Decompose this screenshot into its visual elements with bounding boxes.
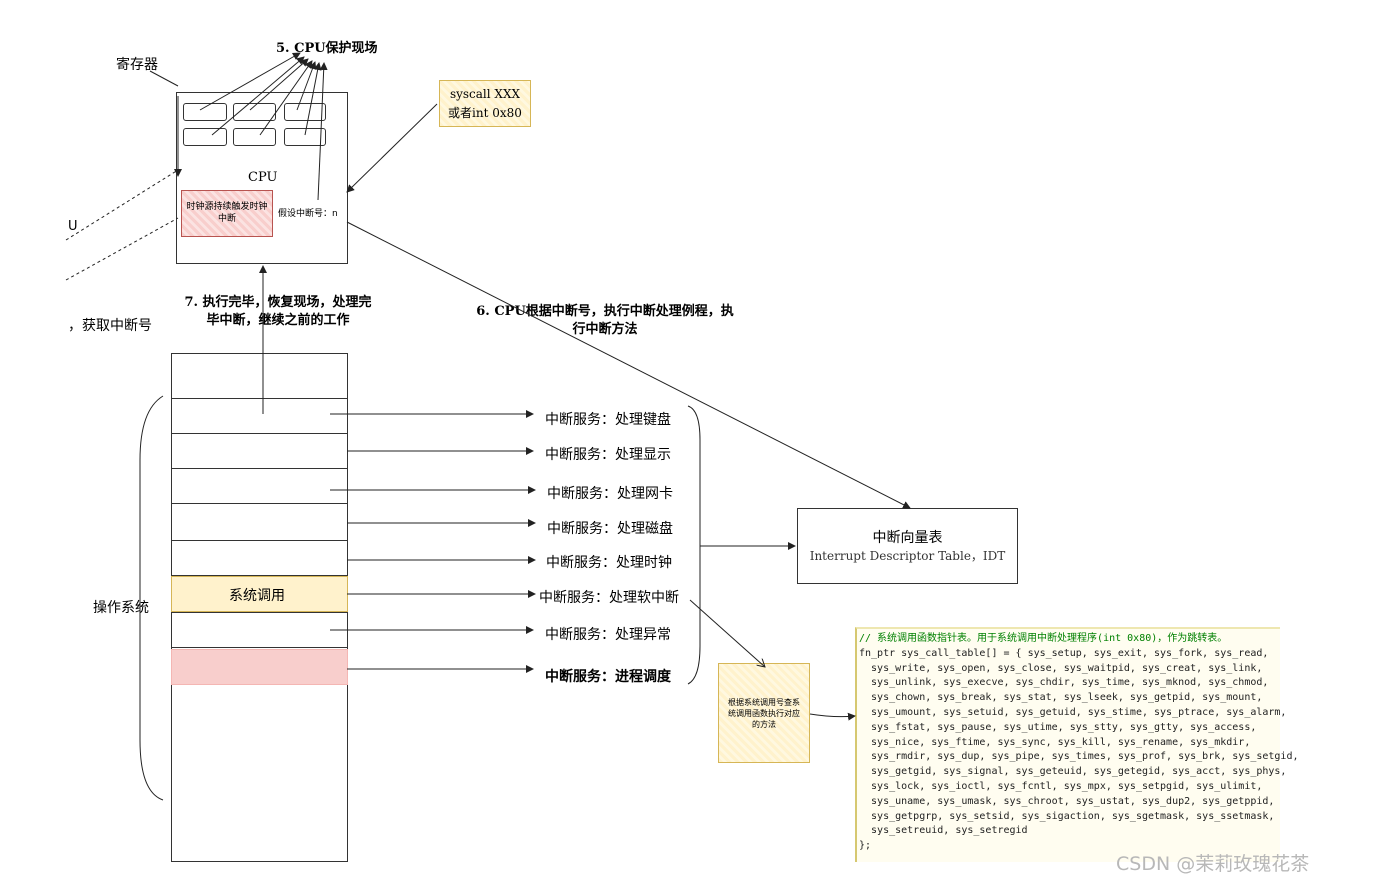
register bbox=[284, 128, 326, 146]
register bbox=[233, 128, 276, 146]
code-line: fn_ptr sys_call_table[] = { sys_setup, s… bbox=[859, 647, 1269, 659]
services-brace bbox=[687, 405, 701, 685]
service-keyboard: 中断服务：处理键盘 bbox=[545, 412, 671, 428]
cpu-label: CPU bbox=[248, 170, 278, 185]
idt-box bbox=[797, 508, 1018, 584]
code-line: sys_getpgrp, sys_setsid, sys_sigaction, … bbox=[859, 810, 1275, 822]
code-line: sys_write, sys_open, sys_close, sys_wait… bbox=[859, 662, 1263, 674]
code-line: sys_unlink, sys_execve, sys_chdir, sys_t… bbox=[859, 677, 1269, 689]
cpu-protect-label: 5. CPU保护现场 bbox=[276, 41, 378, 56]
lookup-note-label: 根据系统调用号查系统调用函数执行对应的方法 bbox=[728, 698, 800, 729]
dashed-line bbox=[65, 169, 179, 241]
syscall-note-line1: syscall XXX bbox=[449, 87, 521, 101]
code-line: sys_umount, sys_setuid, sys_getuid, sys_… bbox=[859, 706, 1287, 718]
code-comment: // 系统调用函数指针表。用于系统调用中断处理程序(int 0x80)，作为跳转… bbox=[859, 633, 1228, 644]
code-line: sys_nice, sys_ftime, sys_sync, sys_kill,… bbox=[859, 736, 1251, 748]
service-softirq: 中断服务：处理软中断 bbox=[539, 590, 679, 606]
syscall-segment-label: 系统调用 bbox=[229, 588, 285, 604]
restore-label: 7. 执行完毕，恢复现场，处理完毕中断，继续之前的工作 bbox=[184, 295, 372, 328]
lookup-note bbox=[718, 663, 810, 763]
service-nic: 中断服务：处理网卡 bbox=[547, 486, 673, 502]
code-line: sys_getgid, sys_signal, sys_geteuid, sys… bbox=[859, 766, 1287, 778]
left-u-label: U bbox=[68, 219, 78, 234]
assume-irq-label: 假设中断号：n bbox=[278, 209, 338, 219]
cpu-dispatch-label: 6. CPU根据中断号，执行中断处理例程，执行中断方法 bbox=[476, 304, 734, 337]
code-line: sys_setreuid, sys_setregid bbox=[859, 825, 1028, 837]
syscall-segment bbox=[171, 576, 348, 612]
register bbox=[183, 103, 227, 121]
clock-source-label: 时钟源持续触发时钟中断 bbox=[186, 202, 268, 224]
scheduler-segment bbox=[171, 649, 348, 685]
syscall-arrow bbox=[346, 103, 438, 193]
os-label: 操作系统 bbox=[93, 600, 149, 616]
syscall-note bbox=[439, 80, 531, 127]
code-line: sys_uname, sys_umask, sys_chroot, sys_us… bbox=[859, 795, 1275, 807]
code-line: sys_lock, sys_ioctl, sys_fcntl, sys_mpx,… bbox=[859, 780, 1263, 792]
register bbox=[183, 128, 227, 146]
watermark: CSDN @茉莉玫瑰花茶 bbox=[1116, 853, 1310, 875]
get-irq-label: ，获取中断号 bbox=[68, 318, 152, 334]
dashed-line bbox=[65, 217, 179, 281]
dispatch-arrow bbox=[346, 221, 911, 509]
service-exception: 中断服务：处理异常 bbox=[545, 627, 671, 643]
syscall-table-code: // 系统调用函数指针表。用于系统调用中断处理程序(int 0x80)，作为跳转… bbox=[855, 627, 1299, 862]
register bbox=[284, 103, 326, 121]
registers-label: 寄存器 bbox=[116, 57, 158, 73]
code-line: sys_chown, sys_break, sys_stat, sys_lsee… bbox=[859, 692, 1263, 704]
code-line: sys_fstat, sys_pause, sys_utime, sys_stt… bbox=[859, 721, 1257, 733]
syscall-note-line2: 或者int 0x80 bbox=[448, 106, 522, 120]
register bbox=[233, 103, 276, 121]
service-disk: 中断服务：处理磁盘 bbox=[547, 521, 673, 537]
clock-source-box bbox=[181, 190, 273, 237]
lookup-arrow bbox=[809, 712, 856, 721]
memory-segment bbox=[171, 468, 348, 504]
service-scheduler: 中断服务：进程调度 bbox=[545, 669, 671, 685]
idt-subtitle: Interrupt Descriptor Table，IDT bbox=[809, 549, 1006, 563]
service-display: 中断服务：处理显示 bbox=[545, 447, 671, 463]
memory-segment bbox=[171, 612, 348, 648]
memory-segment bbox=[171, 540, 348, 576]
code-line: }; bbox=[859, 840, 872, 852]
code-line: sys_rmdir, sys_dup, sys_pipe, sys_times,… bbox=[859, 751, 1299, 763]
memory-segment bbox=[171, 398, 348, 434]
idt-title: 中断向量表 bbox=[872, 530, 943, 546]
softirq-arrow bbox=[689, 599, 765, 667]
service-clock: 中断服务：处理时钟 bbox=[546, 555, 672, 571]
